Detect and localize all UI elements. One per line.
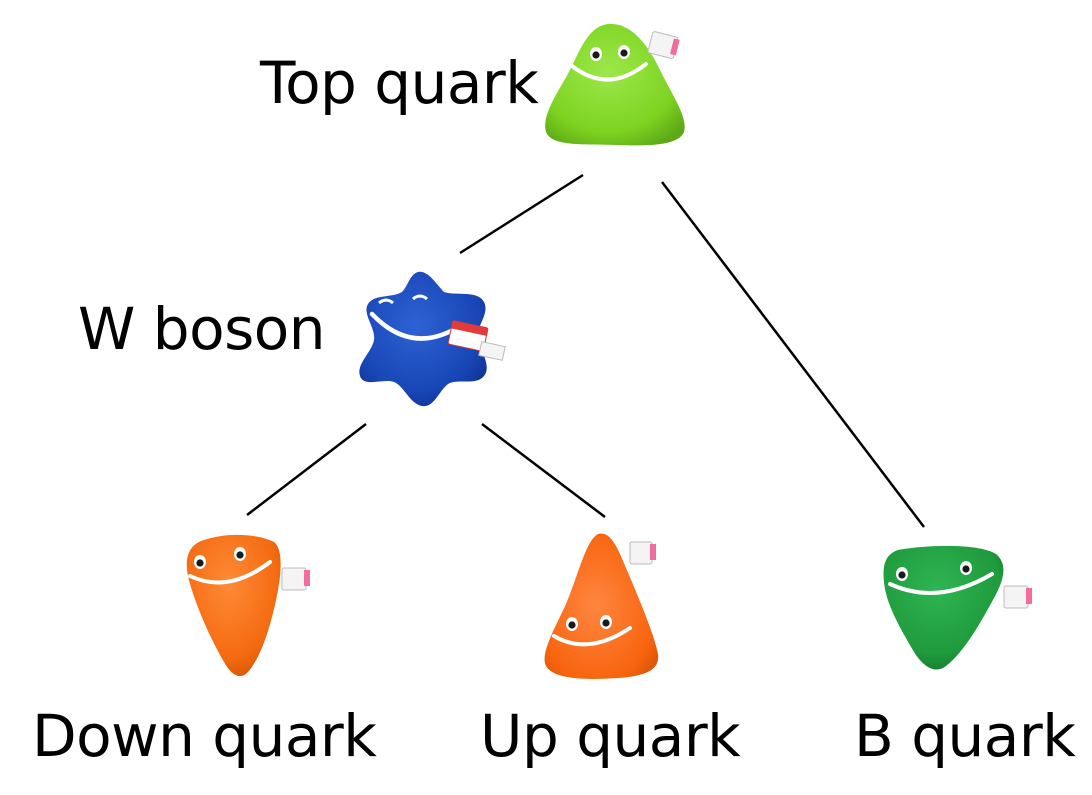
edge-top-to-w	[459, 173, 584, 255]
b-quark-plush-icon	[883, 545, 1032, 670]
up-quark-plush-icon	[544, 533, 659, 679]
w-boson-label: W boson	[78, 295, 326, 363]
edge-top-to-b	[661, 181, 925, 528]
edge-w-to-up	[481, 423, 606, 518]
top-quark-label: Top quark	[260, 49, 539, 117]
up-quark-label: Up quark	[480, 702, 741, 770]
down-quark-label: Down quark	[32, 702, 377, 770]
edge-w-to-down	[246, 423, 367, 516]
down-quark-plush-icon	[186, 534, 310, 677]
b-quark-label: B quark	[854, 702, 1076, 770]
w-boson-plush-icon	[359, 271, 506, 407]
top-quark-plush-icon	[545, 23, 685, 146]
